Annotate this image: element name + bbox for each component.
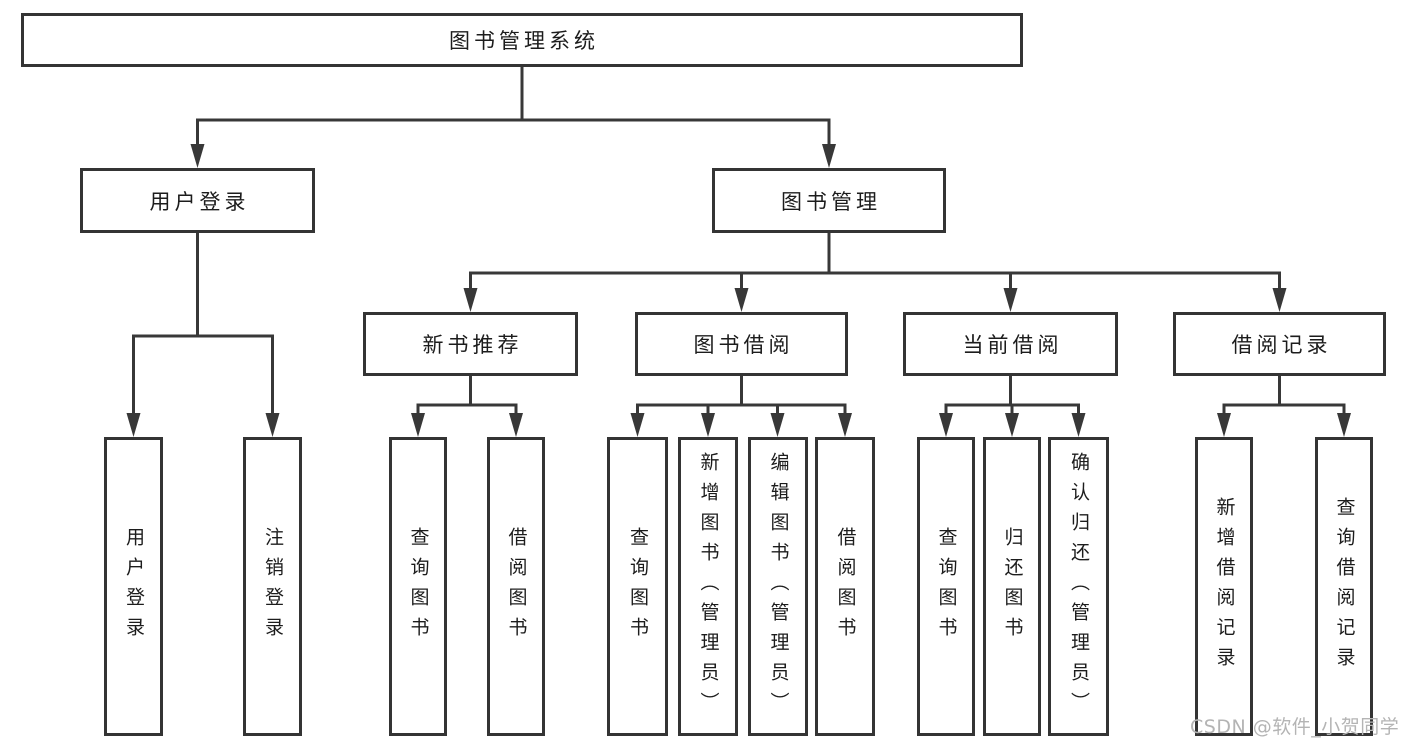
arrowhead	[1071, 413, 1086, 437]
leaf-add-books-admin-label: 新增图书（管理员）	[697, 451, 720, 722]
leaf-user-login-label: 用户登录	[123, 526, 145, 647]
node-book-borrow-label: 图书借阅	[693, 333, 794, 357]
arrowhead	[734, 288, 749, 312]
leaf-add-borrow-record-label: 新增借阅记录	[1213, 496, 1236, 677]
leaf-query-borrow-record-label: 查询借阅记录	[1333, 496, 1356, 677]
node-borrow-records-label: 借阅记录	[1231, 333, 1332, 357]
node-root: 图书管理系统	[21, 13, 1023, 67]
arrowhead	[838, 413, 852, 437]
node-borrow-records: 借阅记录	[1173, 312, 1386, 376]
leaf-query-books-borrow: 查询图书	[607, 437, 668, 736]
leaf-logout-label: 注销登录	[262, 526, 284, 647]
edge-userlogin-to-leaves	[132, 231, 274, 424]
node-current-borrow-label: 当前借阅	[962, 333, 1063, 357]
arrowhead	[1003, 288, 1018, 312]
arrowhead	[822, 144, 836, 168]
leaf-edit-books-admin-label: 编辑图书（管理员）	[767, 451, 790, 722]
edge-borrowrecords-to-leaves	[1222, 374, 1346, 424]
edge-newbook-to-leaves	[416, 374, 518, 424]
csdn-watermark: CSDN @软件_小贺同学	[1190, 716, 1400, 738]
leaf-add-books-admin: 新增图书（管理员）	[678, 437, 738, 736]
arrowhead	[265, 413, 280, 437]
arrowhead	[939, 413, 953, 437]
leaf-query-borrow-record: 查询借阅记录	[1315, 437, 1373, 736]
arrowhead	[1337, 413, 1351, 437]
leaf-add-borrow-record: 新增借阅记录	[1195, 437, 1253, 736]
node-book-borrow: 图书借阅	[635, 312, 848, 376]
node-current-borrow: 当前借阅	[903, 312, 1118, 376]
leaf-return-books: 归还图书	[983, 437, 1041, 736]
node-root-label: 图书管理系统	[449, 29, 599, 53]
arrowhead	[1217, 413, 1231, 437]
arrowhead	[630, 413, 645, 437]
leaf-query-books-current-label: 查询图书	[935, 526, 958, 647]
edge-bookmgmt-to-level3	[469, 231, 1281, 299]
node-book-management-label: 图书管理	[781, 189, 881, 214]
leaf-query-books-recommend-label: 查询图书	[407, 526, 430, 647]
arrowhead	[509, 413, 523, 437]
arrowhead	[463, 288, 478, 312]
edge-root-to-level2	[196, 64, 831, 155]
edge-bookborrow-to-leaves	[636, 374, 847, 424]
arrowhead	[411, 413, 425, 437]
leaf-return-books-label: 归还图书	[1001, 526, 1024, 647]
leaf-borrow-books-recommend: 借阅图书	[487, 437, 545, 736]
leaf-query-books-borrow-label: 查询图书	[627, 526, 649, 647]
arrowhead	[190, 144, 205, 168]
node-user-login-label: 用户登录	[149, 189, 250, 214]
leaf-borrow-books-recommend-label: 借阅图书	[505, 526, 528, 647]
node-new-book-recommend-label: 新书推荐	[422, 333, 523, 357]
arrowhead	[701, 413, 715, 437]
leaf-edit-books-admin: 编辑图书（管理员）	[748, 437, 808, 736]
arrowhead	[770, 413, 785, 437]
leaf-borrow-books-label: 借阅图书	[834, 526, 857, 647]
arrowhead	[126, 413, 141, 437]
leaf-borrow-books: 借阅图书	[815, 437, 875, 736]
leaf-confirm-return-admin-label: 确认归还（管理员）	[1068, 451, 1090, 722]
arrowhead	[1272, 288, 1287, 312]
leaf-confirm-return-admin: 确认归还（管理员）	[1048, 437, 1109, 736]
leaf-user-login: 用户登录	[104, 437, 163, 736]
leaf-query-books-current: 查询图书	[917, 437, 975, 736]
leaf-logout: 注销登录	[243, 437, 302, 736]
node-new-book-recommend: 新书推荐	[363, 312, 578, 376]
node-book-management: 图书管理	[712, 168, 946, 233]
node-user-login: 用户登录	[80, 168, 315, 233]
arrowhead	[1005, 413, 1019, 437]
leaf-query-books-recommend: 查询图书	[389, 437, 447, 736]
